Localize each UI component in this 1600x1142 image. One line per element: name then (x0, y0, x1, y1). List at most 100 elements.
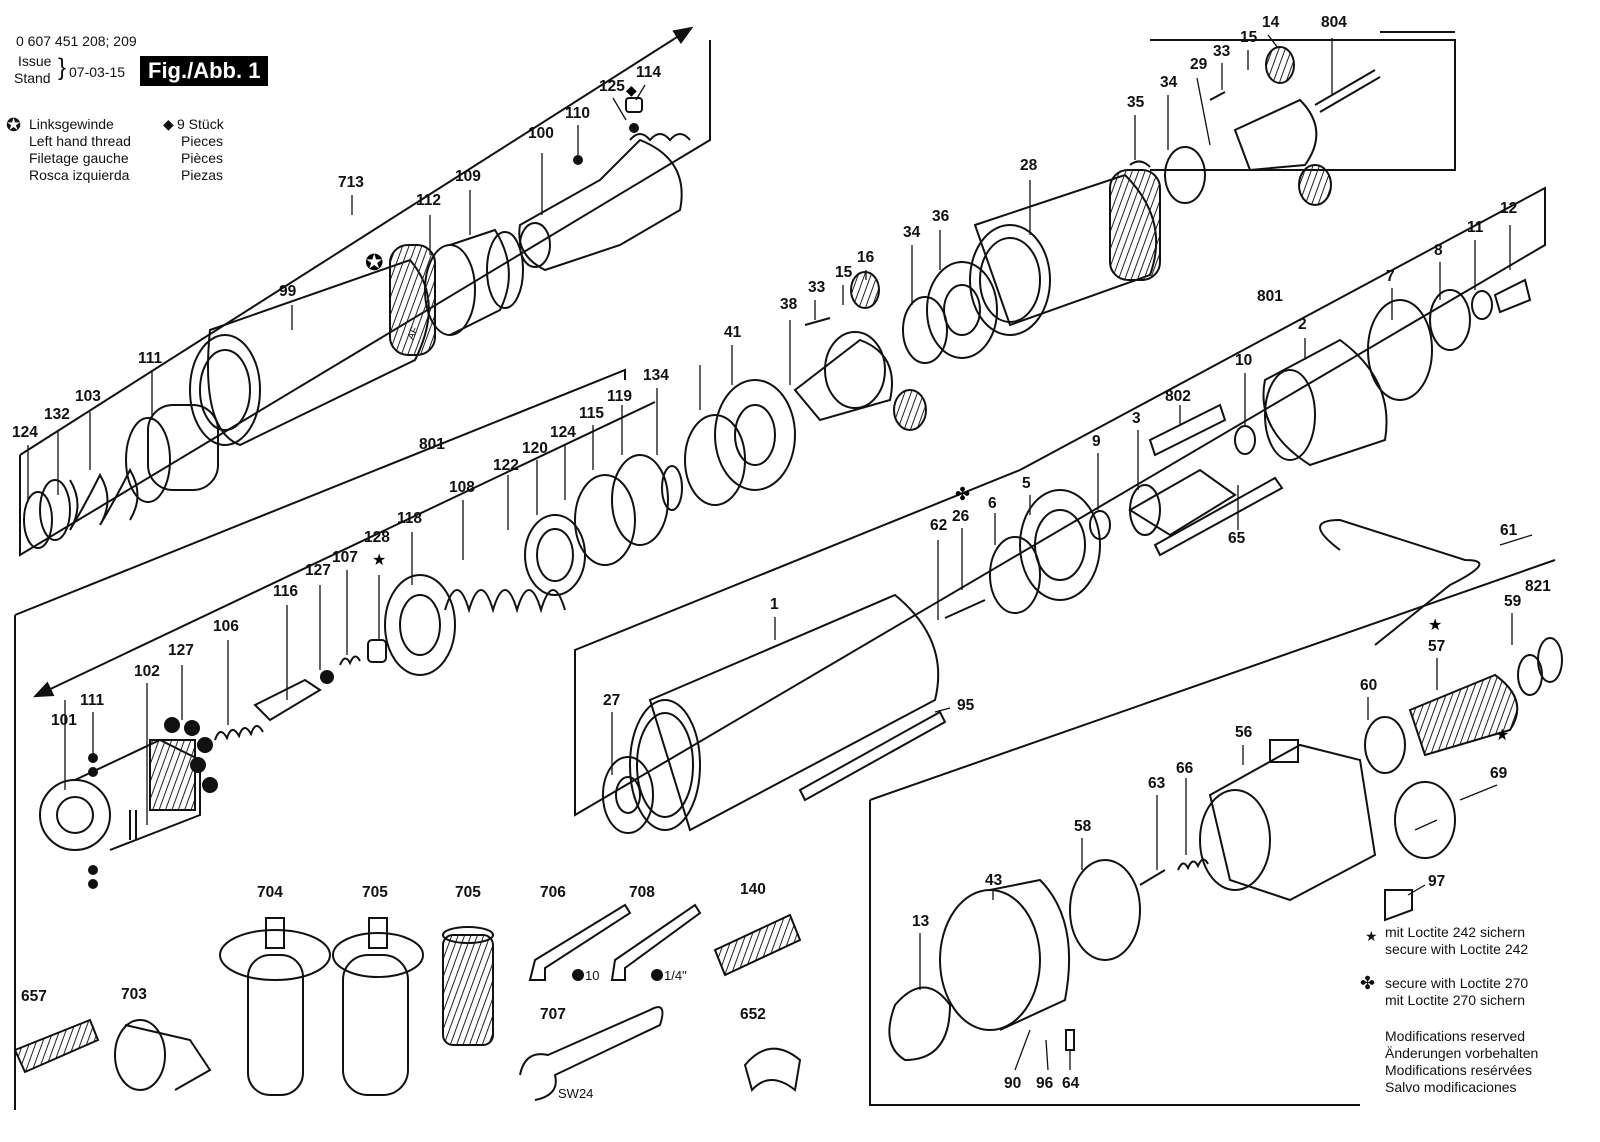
leader-lines (27, 34, 1533, 1071)
part-label: 107 (332, 549, 358, 566)
ring-gear-housing-28 (969, 169, 1161, 336)
fitting-652 (713, 913, 802, 977)
part-label: 56 (1235, 724, 1253, 741)
motor-housing-100 (189, 244, 436, 447)
part-label: 124 (550, 424, 576, 441)
part-label: 62 (930, 517, 948, 534)
part-label: 101 (51, 712, 77, 729)
legend-left-thread-en: Left hand thread (29, 133, 131, 149)
part-label: 35 (1127, 94, 1145, 111)
star-marker: ★ (1495, 725, 1509, 744)
part-label: 33 (808, 279, 826, 296)
wrench-708-size: SW24 (558, 1086, 594, 1101)
part-label: 34 (903, 224, 921, 241)
part-label: 26 (952, 508, 970, 525)
part-label: 69 (1490, 765, 1508, 782)
star-icon: ★ (1365, 928, 1378, 944)
part-label: 10 (1235, 352, 1253, 369)
brace: } (58, 54, 67, 81)
assembly-frame-lower-right (869, 559, 1556, 1106)
part-label: 100 (528, 125, 554, 142)
planet-carrier-38 (793, 317, 893, 422)
part-label: 128 (364, 529, 390, 546)
legend-left-thread-fr: Filetage gauche (29, 150, 129, 166)
part-label: 122 (493, 457, 519, 474)
part-label: 15 (1240, 29, 1258, 46)
assembly-frame-821 (1150, 31, 1456, 171)
part-label: 58 (1074, 818, 1092, 835)
filter-706 (442, 926, 494, 1046)
note-modifications-es: Salvo modificaciones (1385, 1079, 1517, 1095)
part-label: 705 (455, 884, 481, 901)
part-label: 95 (957, 697, 975, 714)
left-thread-icon: ✪ (6, 115, 22, 135)
part-label: 14 (1262, 14, 1280, 31)
part-label: 3 (1132, 410, 1141, 427)
assembly-frame-802 (574, 186, 1546, 817)
note-loctite-270-de: mit Loctite 270 sichern (1385, 992, 1526, 1008)
part-label: 802 (1165, 388, 1191, 405)
part-label: 109 (455, 168, 481, 185)
part-label: 57 (1428, 638, 1446, 655)
note-modifications-fr: Modifications resérvées (1385, 1062, 1533, 1078)
part-label: 102 (134, 663, 160, 680)
part-label: 16 (857, 249, 875, 266)
wrench-708 (519, 1006, 664, 1101)
part-label: 27 (603, 692, 621, 709)
legend-pieces-es: Piezas (181, 167, 224, 183)
assembly-frame-801-upper (19, 26, 711, 557)
part-label: 652 (740, 1006, 766, 1023)
cylinder-2-end-plate-7 (1234, 278, 1532, 467)
hex-keys-707-713 (528, 903, 702, 981)
legend-left-thread-es: Rosca izquierda (29, 167, 130, 183)
part-label: 12 (1500, 200, 1518, 217)
club-icon: ✤ (1360, 973, 1376, 993)
part-label: 64 (1062, 1075, 1080, 1092)
handle-705-a (219, 917, 331, 1096)
spring-109-bearing-122 (384, 454, 683, 676)
part-label: 60 (1360, 677, 1378, 694)
part-label: 708 (629, 884, 655, 901)
bearing-36-washer-34 (902, 261, 998, 364)
part-label: 63 (1148, 775, 1166, 792)
stand-label: Stand (14, 70, 51, 86)
part-label: 11 (1467, 219, 1484, 236)
note-loctite-242-de: mit Loctite 242 sichern (1385, 924, 1526, 940)
part-label: 8 (1434, 242, 1443, 259)
part-label: 65 (1228, 530, 1246, 547)
part-label: 111 (80, 692, 105, 709)
key-713-size: 1/4" (664, 968, 687, 983)
club-marker: ✤ (955, 484, 970, 505)
part-label: 115 (579, 405, 605, 422)
part-label: 6 (988, 495, 997, 512)
assembly-frame-801-lower (14, 368, 656, 1110)
note-modifications-de: Änderungen vorbehalten (1385, 1045, 1539, 1061)
part-label: 41 (724, 324, 742, 341)
part-label: 125 (599, 78, 625, 95)
part-label: 119 (607, 388, 633, 405)
part-label: 13 (912, 913, 930, 930)
planet-gears (850, 46, 1332, 431)
diamond-icon: ◆ (163, 116, 174, 132)
part-label: 5 (1022, 475, 1031, 492)
part-label: 705 (362, 884, 388, 901)
housing-57 (1199, 739, 1456, 902)
note-loctite-242-en: secure with Loctite 242 (1385, 941, 1529, 957)
part-label: 127 (168, 642, 194, 659)
sleeve-114-110 (424, 228, 524, 336)
star-marker: ★ (1428, 615, 1442, 634)
gear-stage-upper (1129, 69, 1381, 204)
part-label: 7 (1386, 268, 1395, 285)
spindle-101 (518, 133, 691, 272)
part-label: 1 (770, 596, 779, 613)
part-numbers: 0 607 451 208; 209 (16, 33, 137, 49)
key-707-size: 10 (585, 968, 600, 983)
note-modifications-en: Modifications reserved (1385, 1028, 1526, 1044)
part-label: 28 (1020, 157, 1038, 174)
handle-705-b (332, 917, 424, 1096)
part-label: 90 (1004, 1075, 1022, 1092)
part-label: 114 (636, 64, 662, 81)
part-label: 2 (1298, 316, 1307, 333)
inlet-58-seal-61 (1364, 637, 1563, 774)
end-plate-5-bearing-6 (944, 489, 1111, 619)
